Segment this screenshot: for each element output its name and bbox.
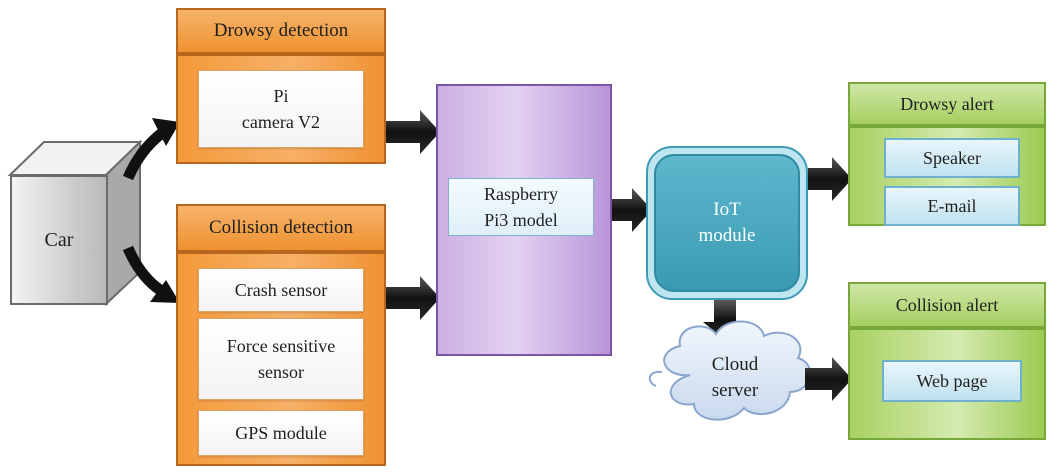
collision-detection-title: Collision detection	[208, 217, 354, 238]
force-sensor-line1: Force sensitive	[226, 336, 336, 356]
arrow-car-to-collision	[122, 245, 164, 295]
gps-module-label: GPS module	[235, 423, 327, 443]
pi-camera-box: Pi camera V2	[198, 70, 364, 148]
iot-module-box: IoT module	[654, 154, 800, 292]
raspberry-line2: Pi3 model	[484, 210, 558, 230]
cloud-line2: server	[711, 380, 759, 401]
arrow-iot-to-drowsy-alert	[808, 157, 852, 201]
iot-line1: IoT	[713, 199, 741, 220]
drowsy-detection-header: Drowsy detection	[176, 8, 386, 54]
raspberry-pi-box: Raspberry Pi3 model	[448, 178, 594, 236]
web-page-box: Web page	[882, 360, 1022, 402]
cloud-line1: Cloud	[711, 354, 759, 375]
arrow-car-to-collision-head	[150, 280, 180, 303]
car-label: Car	[44, 228, 74, 251]
crash-sensor-label: Crash sensor	[234, 280, 328, 300]
raspberry-line1: Raspberry	[484, 184, 558, 204]
speaker-box: Speaker	[884, 138, 1020, 178]
iot-line2: module	[698, 225, 756, 246]
force-sensor-line2: sensor	[257, 362, 304, 382]
arrow-car-to-drowsy-head	[152, 118, 180, 146]
crash-sensor-box: Crash sensor	[198, 268, 364, 312]
collision-alert-header: Collision alert	[848, 282, 1046, 328]
cloud-shape	[663, 320, 812, 421]
pi-camera-line1: Pi	[273, 86, 289, 106]
pi-camera-line2: camera V2	[241, 112, 321, 132]
arrow-raspberry-to-iot	[612, 188, 652, 232]
speaker-label: Speaker	[923, 147, 981, 168]
force-sensor-box: Force sensitive sensor	[198, 318, 364, 400]
web-page-label: Web page	[916, 370, 988, 391]
cloud-server-label: Cloud server	[680, 350, 790, 406]
collision-alert-title: Collision alert	[895, 294, 999, 315]
drowsy-alert-title: Drowsy alert	[900, 93, 994, 114]
email-box: E-mail	[884, 186, 1020, 226]
car-block: Car	[10, 175, 108, 305]
drowsy-alert-header: Drowsy alert	[848, 82, 1046, 126]
gps-module-box: GPS module	[198, 410, 364, 456]
arrow-collision-to-raspberry	[386, 276, 440, 320]
cloud-wisp	[648, 370, 663, 387]
arrow-car-to-drowsy	[122, 128, 166, 181]
drowsy-detection-title: Drowsy detection	[213, 20, 349, 41]
email-label: E-mail	[927, 195, 977, 216]
collision-detection-header: Collision detection	[176, 204, 386, 252]
arrow-cloud-to-collision-alert	[805, 357, 852, 401]
arrow-drowsy-to-raspberry	[386, 110, 440, 154]
